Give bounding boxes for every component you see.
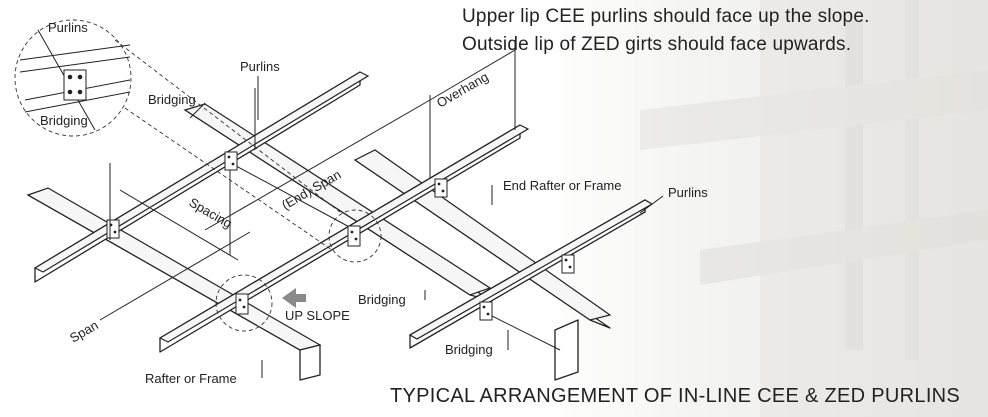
label-spacing: Spacing	[187, 195, 235, 231]
label-up-slope: UP SLOPE	[285, 308, 350, 323]
note-zed-girts: Outside lip of ZED girts should face upw…	[462, 34, 852, 55]
bridging-member	[479, 309, 561, 351]
rafter-left	[26, 187, 322, 381]
label-end-rafter: End Rafter or Frame	[503, 178, 622, 193]
diagram-caption: TYPICAL ARRANGEMENT OF IN-LINE CEE & ZED…	[390, 385, 961, 407]
label-bridging-bottom: Bridging	[445, 342, 493, 357]
up-slope-arrow	[282, 288, 306, 308]
label-bridging-mid: Bridging	[358, 292, 406, 307]
label-bridging-top: Bridging	[148, 92, 196, 107]
note-cee-purlins: Upper lip CEE purlins should face up the…	[462, 6, 870, 27]
dimension-lines	[99, 40, 516, 321]
bridging-member	[224, 159, 356, 231]
leader-arrows	[189, 76, 664, 378]
bridging-member	[119, 189, 239, 261]
label-rafter-or-frame: Rafter or Frame	[145, 371, 237, 386]
label-overhang: Overhang	[434, 69, 491, 111]
label-span: Span	[67, 317, 101, 345]
label-purlins-top: Purlins	[240, 59, 280, 74]
label-purlins-right: Purlins	[668, 185, 708, 200]
label-purlins-detail: Purlins	[48, 20, 88, 35]
label-bridging-detail: Bridging	[40, 113, 88, 128]
cleat-plates	[106, 151, 575, 321]
detail-callouts	[14, 19, 382, 332]
